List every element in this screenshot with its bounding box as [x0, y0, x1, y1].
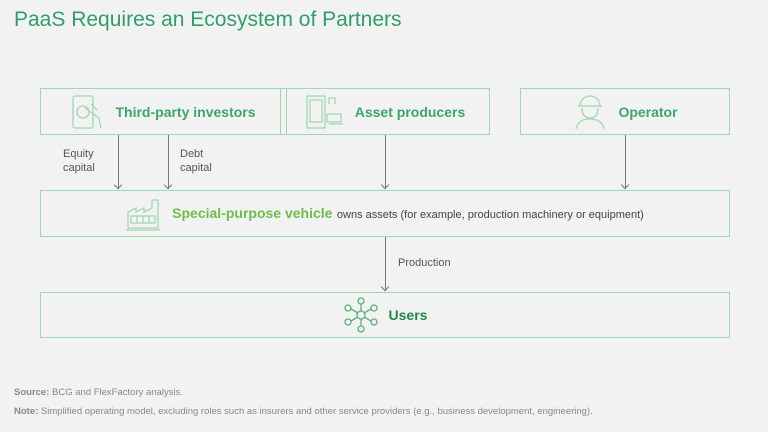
note-text: Simplified operating model, excluding ro… — [40, 406, 593, 417]
node-users: Users — [40, 292, 730, 338]
worker-helmet-icon — [572, 94, 608, 130]
node-asset-producers: Asset producers — [280, 88, 490, 135]
source-note: Source: BCG and FlexFactory analysis. — [14, 387, 183, 398]
money-hand-icon — [71, 94, 105, 130]
arrow-equity — [118, 135, 119, 189]
machine-icon — [305, 94, 345, 130]
page-title: PaaS Requires an Ecosystem of Partners — [14, 8, 402, 31]
note-label: Note: — [14, 406, 39, 417]
node-label: Third-party investors — [115, 103, 256, 120]
production-label: Production — [398, 257, 451, 269]
node-special-purpose-vehicle: Special-purpose vehicle owns assets (for… — [40, 190, 730, 237]
node-label: Operator — [618, 103, 678, 120]
spv-label: Special-purpose vehicle — [172, 204, 333, 221]
source-text: BCG and FlexFactory analysis. — [52, 387, 183, 398]
node-third-party-investors: Third-party investors — [40, 88, 287, 135]
debt-capital-label: Debt capital — [180, 148, 212, 174]
factory-icon — [126, 196, 162, 232]
network-icon — [343, 297, 379, 333]
users-label: Users — [388, 307, 428, 323]
arrow-producers — [385, 135, 386, 189]
arrow-operator — [625, 135, 626, 189]
spv-description: owns assets (for example, production mac… — [336, 208, 644, 221]
node-operator: Operator — [520, 88, 730, 135]
node-label: Asset producers — [354, 103, 466, 120]
equity-capital-label: Equity capital — [63, 148, 95, 174]
footnote: Note: Simplified operating model, exclud… — [14, 406, 593, 417]
source-label: Source: — [14, 387, 50, 398]
arrow-production — [385, 237, 386, 291]
arrow-debt — [168, 135, 169, 189]
